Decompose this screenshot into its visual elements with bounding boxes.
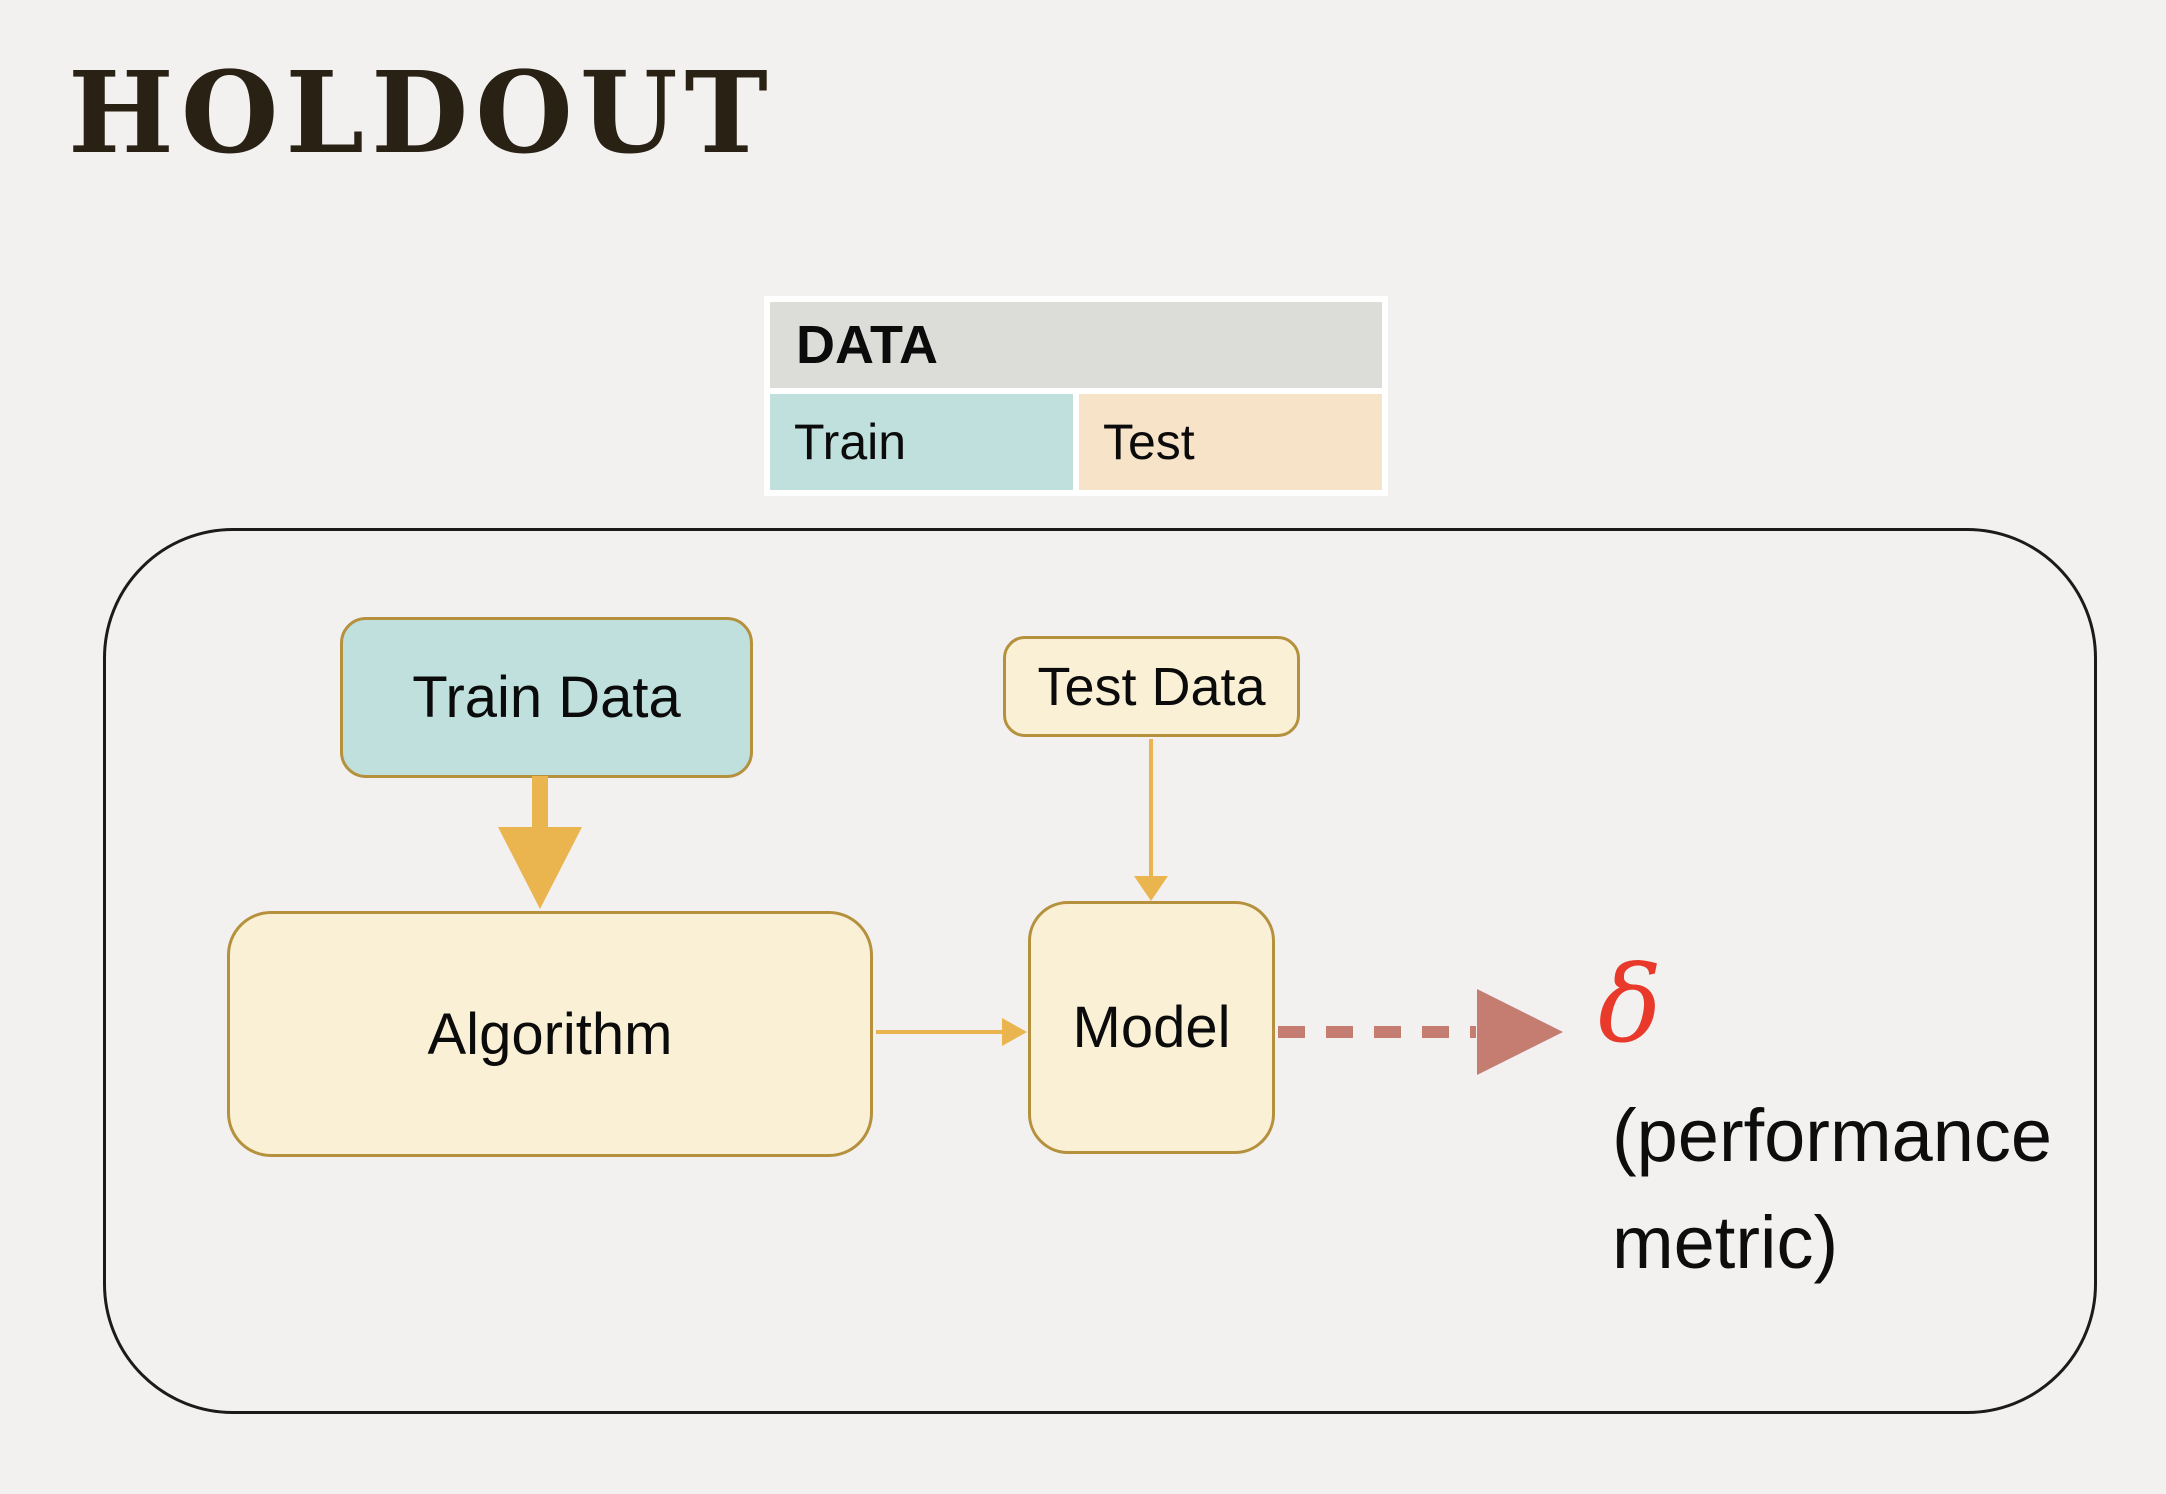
test-to-model-arrowhead-icon — [1134, 876, 1168, 901]
performance-metric-caption: (performance metric) — [1612, 1082, 2152, 1297]
data-table-header-cell: DATA — [770, 302, 1382, 388]
train-to-algorithm-arrow-shaft — [532, 776, 548, 828]
page-title: HOLDOUT — [68, 48, 775, 179]
test-to-model-arrow-line — [1149, 739, 1153, 879]
performance-metric-caption-line1: (performance — [1612, 1094, 2053, 1177]
test-data-node: Test Data — [1003, 636, 1300, 737]
train-to-algorithm-arrowhead-icon — [498, 827, 582, 909]
performance-metric-caption-line2: metric) — [1612, 1201, 1839, 1285]
data-table-train-cell: Train — [770, 394, 1073, 490]
data-table-test-cell: Test — [1079, 394, 1382, 490]
data-split-table: DATA Train Test — [764, 296, 1388, 496]
algorithm-node: Algorithm — [227, 911, 873, 1157]
model-to-delta-arrowhead-icon — [1477, 989, 1563, 1075]
delta-performance-symbol: δ — [1598, 943, 1662, 1066]
model-node: Model — [1028, 901, 1275, 1154]
flow-diagram-container — [103, 528, 2097, 1414]
model-to-delta-dashed-line — [1278, 1026, 1476, 1038]
train-data-node: Train Data — [340, 617, 753, 778]
algorithm-to-model-arrowhead-icon — [1002, 1018, 1027, 1046]
algorithm-to-model-arrow-line — [876, 1030, 1004, 1034]
